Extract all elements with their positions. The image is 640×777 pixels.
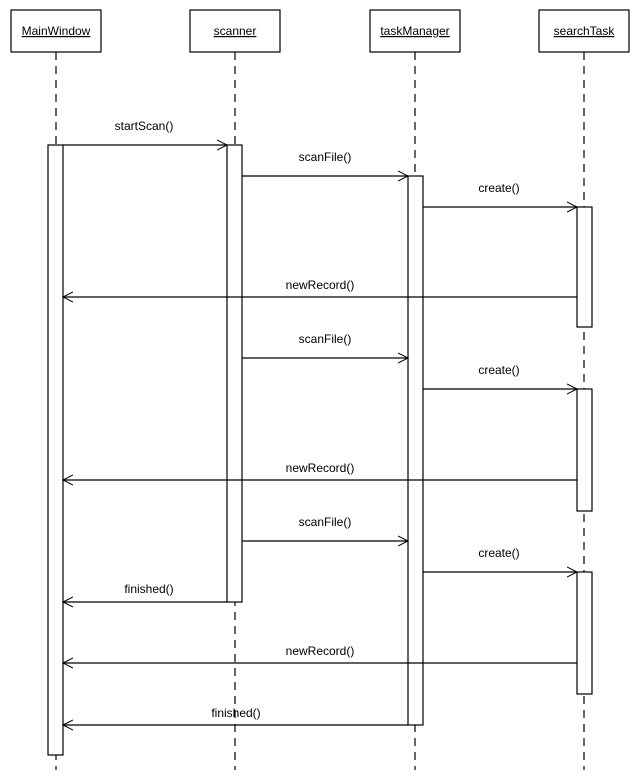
object-label-scanner: scanner [214,24,257,38]
message-label-startscan: startScan() [115,119,174,133]
activation-searchtask-2 [576,388,593,512]
activation-mainwindow [47,144,64,756]
message-label-scanfile-1: scanFile() [299,150,352,164]
message-label-finished-1: finished() [124,582,173,596]
activation-scanner [226,144,243,603]
message-label-scanfile-2: scanFile() [299,332,352,346]
message-label-scanfile-3: scanFile() [299,515,352,529]
object-box-mainwindow [10,9,102,53]
object-label-searchtask: searchTask [554,24,616,38]
activation-searchtask-3 [576,571,593,695]
message-label-newrecord-2: newRecord() [286,461,355,475]
object-box-taskmanager [369,9,461,53]
activation-taskmanager [407,175,424,726]
object-label-taskmanager: taskManager [380,24,449,38]
message-label-create-3: create() [478,546,519,560]
message-label-newrecord-1: newRecord() [286,278,355,292]
object-box-scanner [189,9,281,53]
message-label-create-1: create() [478,181,519,195]
message-label-finished-2: finished() [211,706,260,720]
object-label-mainwindow: MainWindow [22,24,91,38]
message-label-create-2: create() [478,363,519,377]
object-box-searchtask [538,9,630,53]
activation-searchtask-1 [576,206,593,328]
message-label-newrecord-3: newRecord() [286,644,355,658]
